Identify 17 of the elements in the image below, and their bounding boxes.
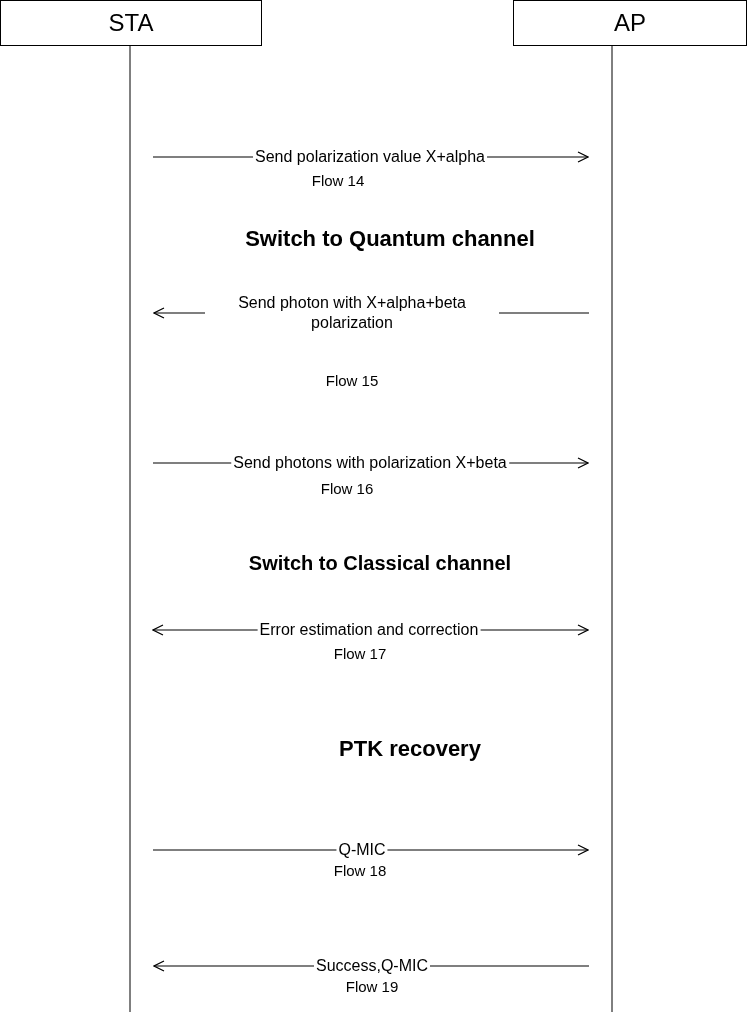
flow-number: Flow 17 — [333, 645, 387, 662]
flow-number: Flow 18 — [333, 862, 387, 879]
flow-number: Flow 15 — [325, 372, 379, 389]
edge-label: Send polarization value X+alpha — [253, 147, 487, 167]
message-arrow — [152, 844, 589, 856]
section-heading: Switch to Quantum channel — [245, 226, 535, 252]
section-heading: Switch to Classical channel — [248, 552, 512, 575]
participant-box: AP — [513, 0, 747, 46]
edge-label: Success,Q-MIC — [314, 956, 430, 976]
section-heading: PTK recovery — [339, 736, 481, 762]
flow-number: Flow 16 — [320, 480, 374, 497]
edge-label: Q-MIC — [336, 840, 388, 860]
participant-box: STA — [0, 0, 262, 46]
edge-label: Send photon with X+alpha+beta polarization — [205, 293, 499, 333]
flow-number: Flow 19 — [345, 978, 399, 995]
flow-number: Flow 14 — [311, 172, 365, 189]
edge-label: Send photons with polarization X+beta — [231, 453, 509, 473]
